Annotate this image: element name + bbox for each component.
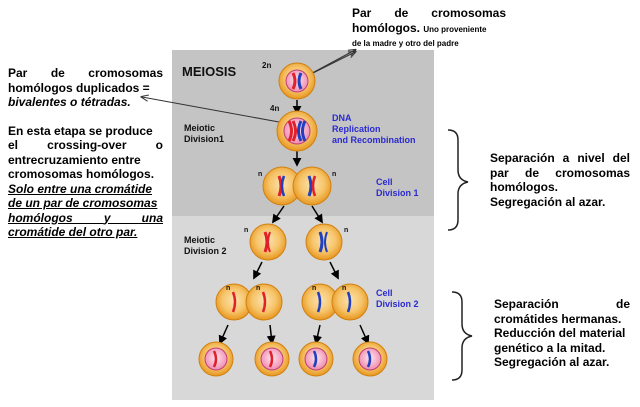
gamete-4 [352,341,388,377]
left-line: En esta etapa se produce [8,123,153,138]
cell-division-2-label: Cell Division 2 [376,288,419,309]
n-label: n [258,171,262,178]
left-line: homólogos y una [8,210,163,225]
ploidy-4n: 4n [270,104,279,113]
cell-division-2-right: n n [301,283,369,321]
caption-small: Uno proveniente [423,24,487,34]
n-label: n [312,285,316,292]
right-caption-1: Separación a nivel del par de cromosomas… [490,151,630,209]
cell-division-1: n n [258,166,336,206]
caption-line: Par de cromosomas [352,6,506,20]
right-line: genético a la mitad. [494,340,606,355]
right-caption-2: Separación de cromátides hermanas. Reduc… [494,297,630,370]
right-line: Segregación al azar. [494,355,610,369]
brace-2 [451,291,473,381]
caption-bold: homólogos. [352,20,420,35]
n-label: n [332,171,336,178]
left-line: homólogos duplicados = [8,80,150,95]
left-line: Solo entre una cromátide [8,181,153,196]
n-label: n [244,227,248,234]
n-label: n [226,285,230,292]
cell-division-2-left: n n [215,283,283,321]
gamete-2 [254,341,290,377]
right-line: par de cromosomas [490,165,630,180]
left-line: cromosomas homólogos. [8,167,155,181]
n-label: n [256,285,260,292]
gamete-3 [298,341,334,377]
gamete-1 [198,341,234,377]
left-line: de un par de cromosomas [8,196,158,210]
right-line: homólogos. [490,180,558,194]
cell-division-1-label: Cell Division 1 [376,177,419,198]
ploidy-2n: 2n [262,61,271,70]
left-line: entrecruzamiento entre [8,152,141,167]
cell-2n [278,62,316,100]
cell-4n [276,110,318,152]
cell-meiosis2-right: n [305,223,348,261]
caption-line: homólogos. Uno proveniente [352,21,506,38]
n-label: n [344,227,348,234]
top-right-caption: Par de cromosomas homólogos. Uno proveni… [352,6,506,52]
cell-meiosis2-left: n [244,223,287,261]
brace-1 [447,129,469,231]
right-line: cromátides hermanas. [494,311,622,326]
right-line: Reducción del material [494,326,626,340]
stage-arrows [218,100,370,345]
left-line: el crossing-over o [8,138,163,152]
n-label: n [342,285,346,292]
left-line: bivalentes o tétradas. [8,95,131,109]
dna-replication-label: DNA Replication and Recombination [332,113,416,145]
right-line: Separación a nivel del [490,151,630,165]
left-line: Par de cromosomas [8,66,163,80]
meiotic-division-2-label: Meiotic Division 2 [184,235,227,256]
right-line: Segregación al azar. [490,194,606,209]
pointer-lines [142,50,355,125]
left-explanation: Par de cromosomas homólogos duplicados =… [8,66,163,240]
right-line: Separación de [494,297,630,311]
left-line: cromátide del otro par. [8,225,138,239]
caption-small-line: de la madre y otro del padre [352,39,459,48]
diagram-title: MEIOSIS [182,64,237,79]
meiotic-division-1-label: Meiotic Division1 [184,123,224,144]
